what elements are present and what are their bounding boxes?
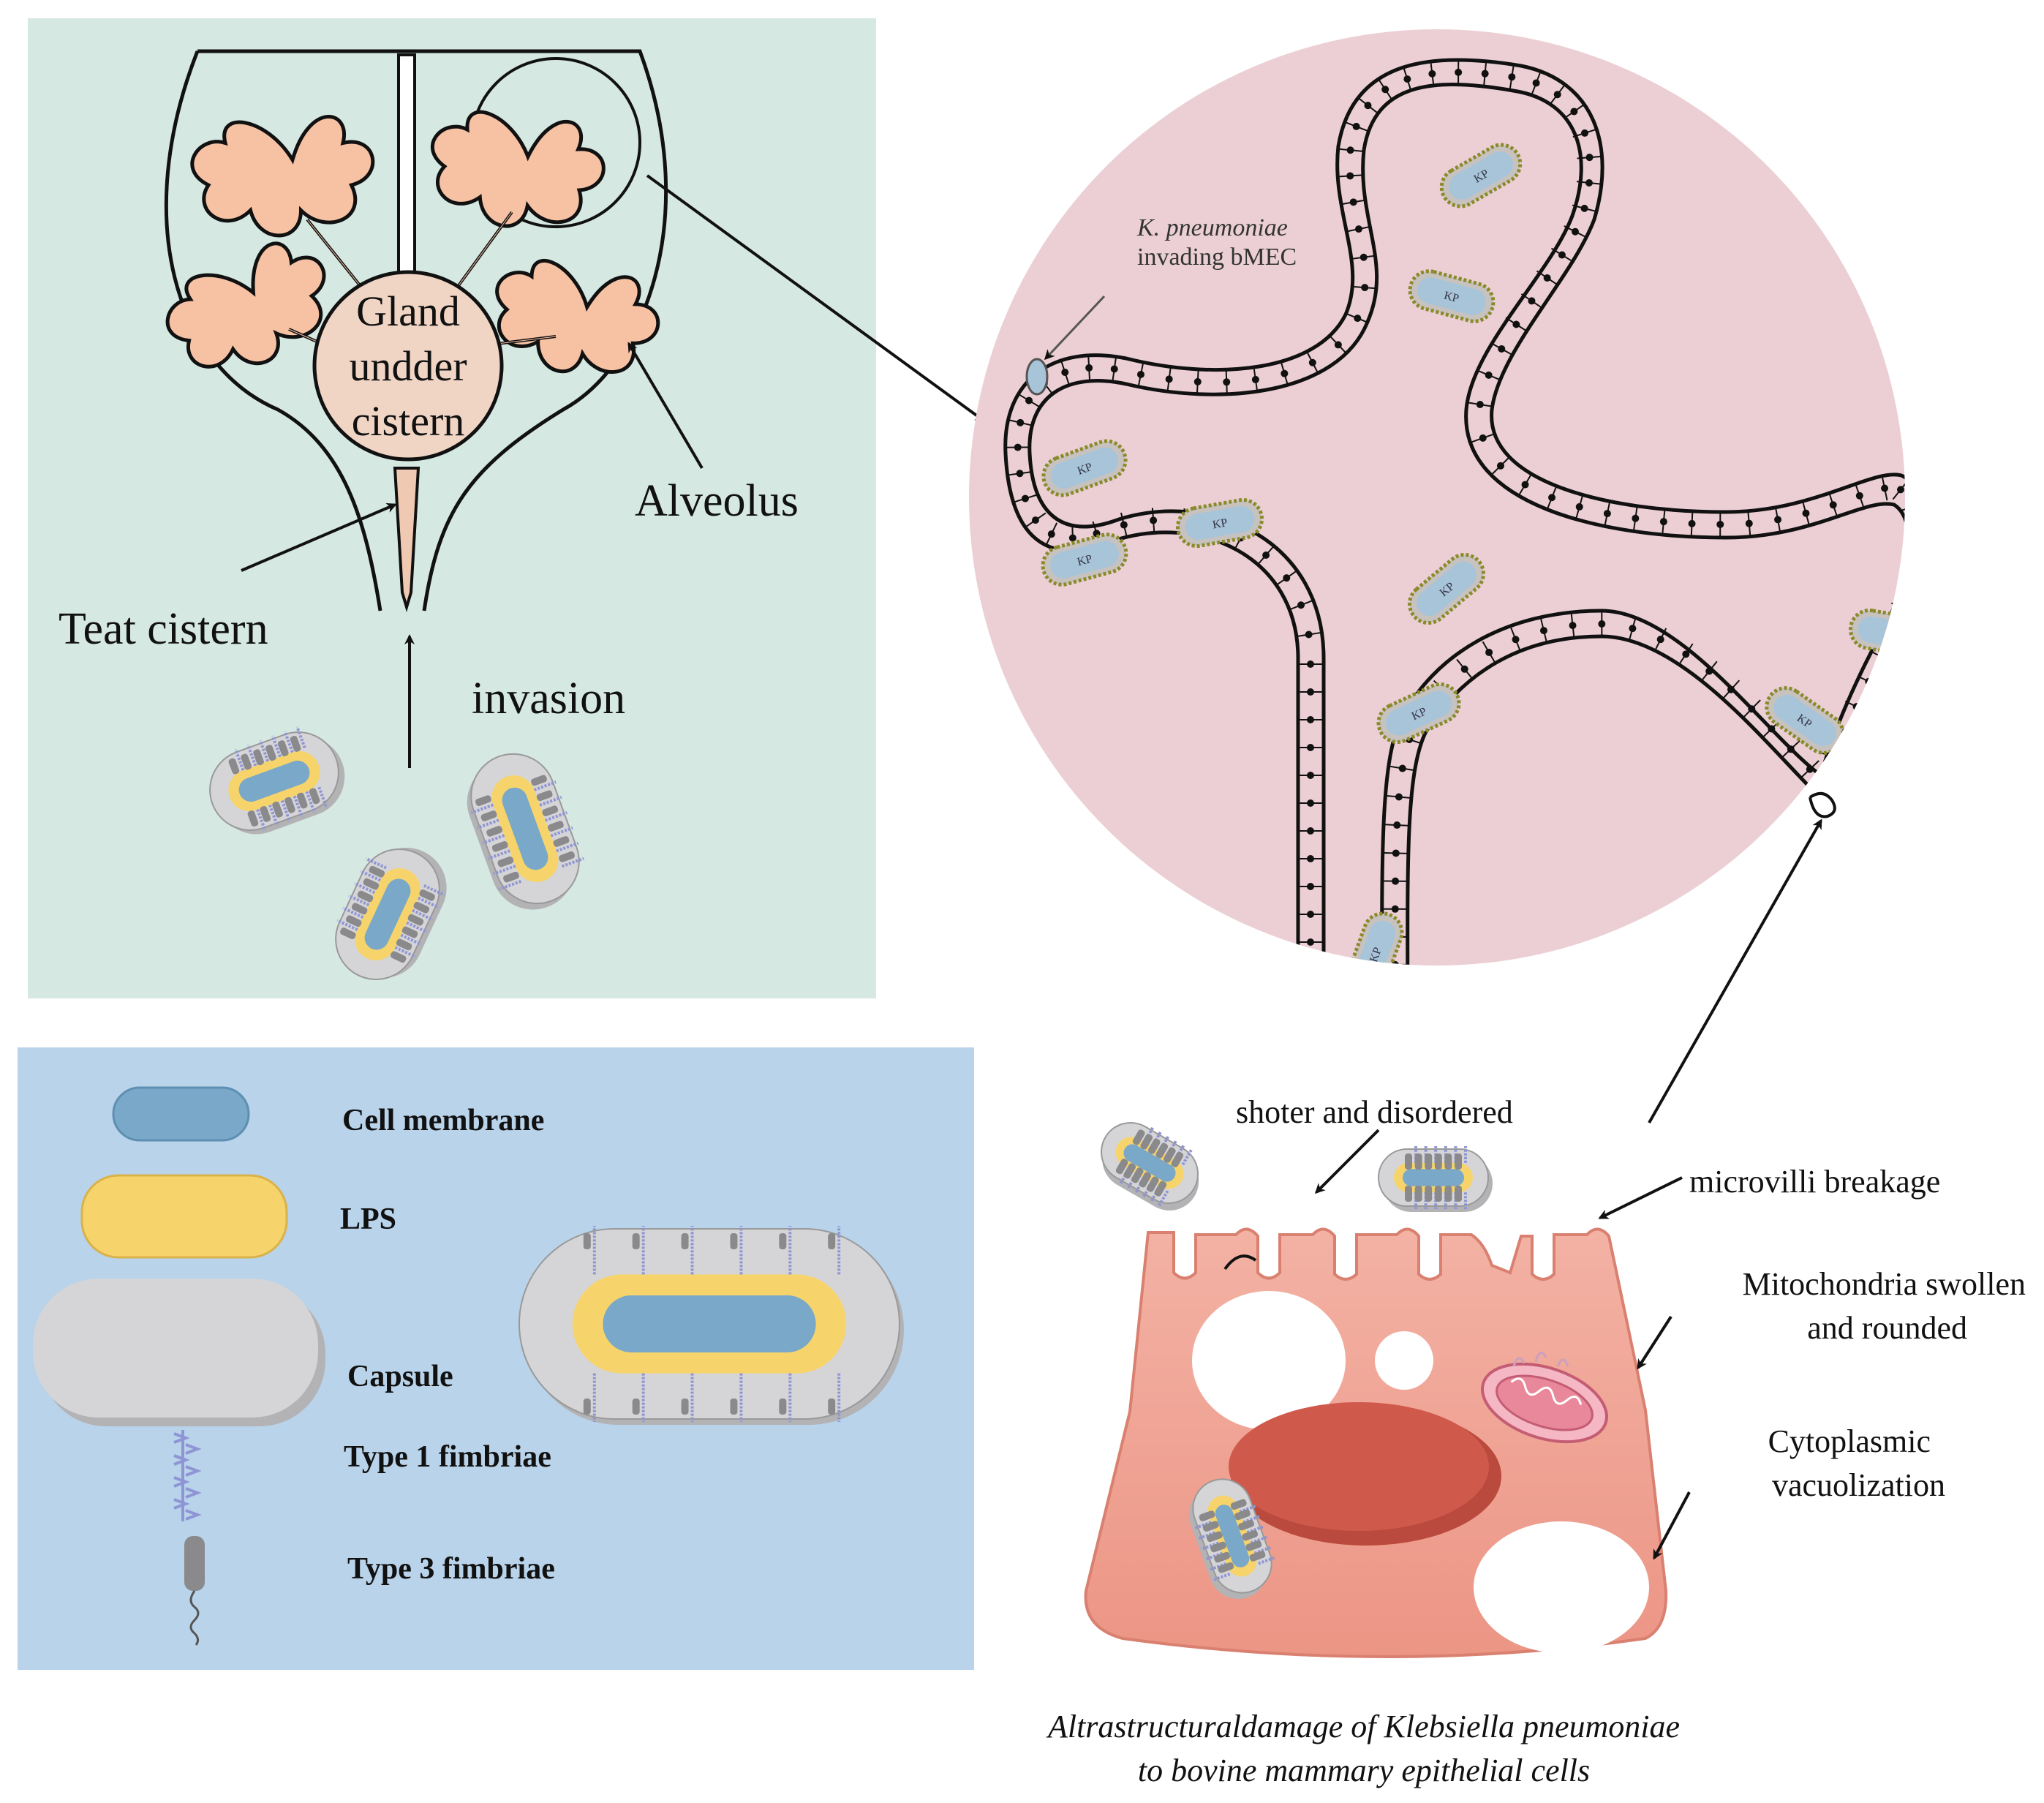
nucleus bbox=[1229, 1402, 1489, 1531]
duct-branch-fill bbox=[453, 211, 513, 293]
kp-label-arrow bbox=[1044, 295, 1106, 361]
legend-type1-fimbria bbox=[173, 1430, 202, 1521]
legend-large-bacterium bbox=[518, 1226, 904, 1425]
legend-type1-label: Type 1 fimbriae bbox=[344, 1440, 551, 1474]
mito-label-line2: and rounded bbox=[1807, 1310, 1967, 1346]
mito-label-line1: Mitochondria swollen bbox=[1743, 1266, 2026, 1302]
kp-bacterium bbox=[209, 726, 345, 835]
teat-canal bbox=[393, 467, 421, 612]
mito-arrow bbox=[1637, 1315, 1672, 1370]
microvilli-label: microvilli breakage bbox=[1689, 1164, 1940, 1200]
shorter-arrow bbox=[1314, 1129, 1380, 1194]
kp-bacterium bbox=[518, 1226, 904, 1425]
kp-bacterium bbox=[335, 847, 447, 980]
caption-line2: to bovine mammary epithelial cells bbox=[1138, 1753, 1590, 1788]
kp-label-line1: K. pneumoniae bbox=[1136, 214, 1288, 241]
legend-type3-fimbria bbox=[184, 1536, 205, 1646]
gland-label-line3: cistern bbox=[352, 397, 465, 445]
cell-bacteria bbox=[1101, 1122, 1493, 1599]
teat-cistern-label: Teat cistern bbox=[59, 604, 268, 654]
udder-panel: Gland undder cistern Alveolus Teat ciste… bbox=[28, 18, 986, 998]
invasion-label: invasion bbox=[472, 674, 625, 723]
gland-label-line1: Gland bbox=[356, 287, 460, 335]
alveolus-background-circle bbox=[969, 29, 1905, 966]
kp-bacterium bbox=[1101, 1122, 1199, 1211]
udder-outline bbox=[164, 49, 668, 611]
alveolus-arrow bbox=[627, 342, 704, 470]
svg-text:KP: KP bbox=[1368, 946, 1384, 964]
epithelium-inner bbox=[1027, 83, 1905, 966]
legend-type3-label: Type 3 fimbriae bbox=[347, 1552, 555, 1586]
svg-text:KP: KP bbox=[1076, 461, 1094, 478]
svg-text:KP: KP bbox=[1884, 627, 1901, 641]
kp-small: KP bbox=[1408, 269, 1496, 323]
legend-lps-swatch bbox=[80, 1174, 288, 1259]
alveolus-label: Alveolus bbox=[635, 476, 799, 526]
vacuole-small bbox=[1375, 1331, 1433, 1390]
kp-bacterium bbox=[1378, 1146, 1493, 1212]
kp-small: KP bbox=[1041, 439, 1128, 497]
legend-membrane-label: Cell membrane bbox=[342, 1104, 544, 1137]
zoom-arrow bbox=[646, 174, 986, 422]
lobule bbox=[495, 259, 660, 374]
kp-bacterium bbox=[467, 753, 584, 910]
legend-lps-label: LPS bbox=[340, 1202, 396, 1236]
vacuole-arrow bbox=[1653, 1491, 1691, 1560]
kp-small: KP bbox=[1407, 552, 1486, 625]
svg-text:KP: KP bbox=[1212, 516, 1229, 531]
legend-panel: Cell membrane LPS Capsule Type 1 fimbria… bbox=[18, 1047, 974, 1670]
kp-bacterium bbox=[1188, 1478, 1275, 1599]
invading-kp-marker bbox=[1025, 358, 1049, 396]
vacuole-large bbox=[1192, 1291, 1346, 1430]
kp-label-line2: invading bMEC bbox=[1137, 244, 1297, 271]
lobule bbox=[190, 115, 375, 238]
legend-membrane-swatch bbox=[112, 1086, 250, 1142]
kp-small: KP bbox=[1439, 143, 1523, 208]
gland-label-line2: undder bbox=[349, 342, 467, 390]
duct-branch-fill bbox=[497, 336, 557, 345]
gland-cistern bbox=[312, 270, 504, 462]
microvilli-arrow bbox=[1598, 1176, 1683, 1219]
caption-line1: Altrastructuraldamage of Klebsiella pneu… bbox=[1046, 1709, 1680, 1744]
lobules-group bbox=[165, 110, 660, 374]
lobule bbox=[431, 110, 606, 228]
teat-arrow bbox=[241, 502, 397, 572]
vacuole-bottom bbox=[1474, 1521, 1649, 1653]
vacuole-label-line2: vacuolization bbox=[1772, 1467, 1945, 1503]
legend-capsule-label: Capsule bbox=[347, 1360, 453, 1393]
microvilli-break-curl bbox=[1223, 1254, 1257, 1271]
damage-arrow bbox=[1648, 818, 1822, 1123]
kp-small: KP bbox=[1041, 532, 1128, 587]
svg-text:KP: KP bbox=[1443, 290, 1460, 306]
kp-small: KP bbox=[1175, 497, 1264, 549]
cell-panel: shoter and disordered microvilli breakag… bbox=[1046, 818, 2026, 1788]
legend-capsule-swatch bbox=[33, 1279, 318, 1418]
microvilli-damage-site bbox=[1809, 791, 1836, 818]
lobule bbox=[165, 241, 326, 369]
central-duct bbox=[397, 53, 416, 290]
shorter-label: shoter and disordered bbox=[1236, 1094, 1513, 1130]
mitochondrion bbox=[1481, 1351, 1608, 1444]
udder-bacteria bbox=[209, 726, 584, 980]
vacuole-label-line1: Cytoplasmic bbox=[1768, 1423, 1931, 1459]
duct-branch-fill bbox=[306, 219, 366, 293]
svg-text:KP: KP bbox=[1076, 553, 1093, 569]
